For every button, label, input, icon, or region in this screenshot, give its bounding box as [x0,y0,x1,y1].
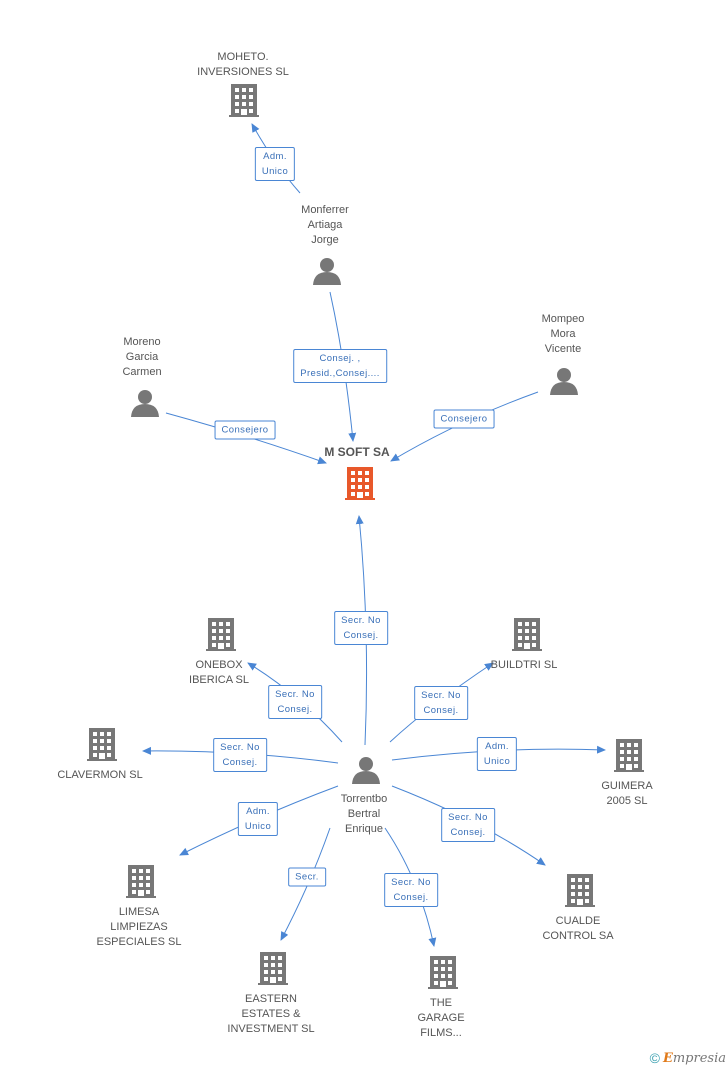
edge-label-torrentbo-to-clavermon[interactable]: Secr. No Consej. [213,738,267,772]
garage-company-icon[interactable] [428,956,458,989]
edge-label-torrentbo-to-onebox[interactable]: Secr. No Consej. [268,685,322,719]
guimera-company-icon[interactable] [614,739,644,772]
edge-label-mompeo-to-msoft[interactable]: Consejero [433,409,495,429]
copyright-symbol: © [649,1050,660,1066]
eastern-company-icon[interactable] [258,952,288,985]
node-label-clavermon[interactable]: CLAVERMON SL [57,769,143,781]
footer-brand[interactable]: © Empresia [650,1050,726,1066]
node-label-moheto[interactable]: MOHETO. INVERSIONES SL [197,51,289,78]
monferrer-person-icon[interactable] [313,258,341,285]
node-label-torrentbo[interactable]: Torrentbo Bertral Enrique [340,793,388,835]
edge-label-torrentbo-to-buildtri[interactable]: Secr. No Consej. [414,686,468,720]
edge-label-torrentbo-to-garage[interactable]: Secr. No Consej. [384,873,438,907]
msoft-company-icon[interactable] [345,467,375,500]
node-label-onebox[interactable]: ONEBOX IBERICA SL [189,659,249,686]
edge-label-torrentbo-to-msoft[interactable]: Secr. No Consej. [334,611,388,645]
edge-label-monferrer-to-moheto[interactable]: Adm. Unico [254,147,296,181]
edge-label-torrentbo-to-limesa[interactable]: Adm. Unico [237,802,279,836]
node-label-moreno[interactable]: Moreno Garcia Carmen [122,336,162,378]
edge-label-monferrer-to-msoft[interactable]: Consej. , Presid.,Consej.... [293,349,387,383]
node-label-mompeo[interactable]: Mompeo Mora Vicente [541,313,585,355]
node-label-eastern[interactable]: EASTERN ESTATES & INVESTMENT SL [227,993,315,1035]
node-label-msoft[interactable]: M SOFT SA [324,445,390,459]
torrentbo-person-icon[interactable] [352,757,380,784]
edge-label-moreno-to-msoft[interactable]: Consejero [214,420,276,440]
clavermon-company-icon[interactable] [87,728,117,761]
node-label-monferrer[interactable]: Monferrer Artiaga Jorge [301,204,349,246]
node-label-garage[interactable]: THE GARAGE FILMS... [417,997,465,1039]
moreno-person-icon[interactable] [131,390,159,417]
edge-label-torrentbo-to-cualde[interactable]: Secr. No Consej. [441,808,495,842]
brand-logo-initial: E [662,1051,673,1066]
onebox-company-icon[interactable] [206,618,236,651]
edge-label-torrentbo-to-guimera[interactable]: Adm. Unico [476,737,518,771]
limesa-company-icon[interactable] [126,865,156,898]
moheto-company-icon[interactable] [229,84,259,117]
node-label-cualde[interactable]: CUALDE CONTROL SA [542,915,614,942]
node-label-limesa[interactable]: LIMESA LIMPIEZAS ESPECIALES SL [96,906,182,948]
brand-logo-text: mpresia [672,1051,726,1066]
node-label-guimera[interactable]: GUIMERA 2005 SL [601,780,653,807]
edge-label-torrentbo-to-eastern[interactable]: Secr. [288,867,326,887]
buildtri-company-icon[interactable] [512,618,542,651]
node-label-buildtri[interactable]: BUILDTRI SL [490,659,558,671]
cualde-company-icon[interactable] [565,874,595,907]
mompeo-person-icon[interactable] [550,368,578,395]
